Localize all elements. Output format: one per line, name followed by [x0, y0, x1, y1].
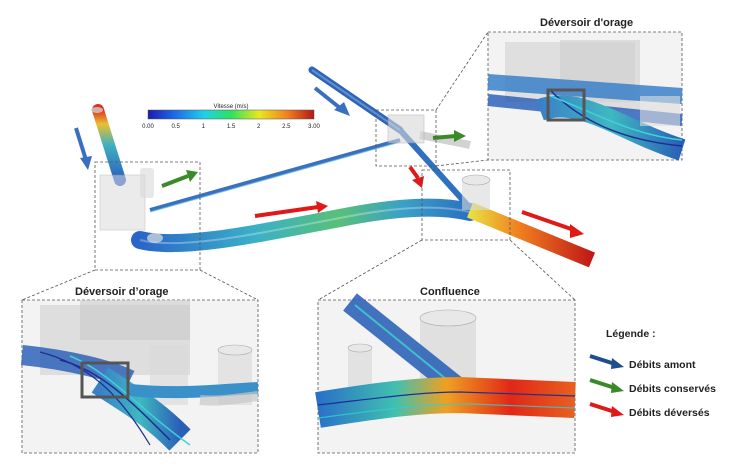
left-weir-chamber — [99, 174, 146, 231]
inset-title-confluence: Confluence — [420, 286, 480, 298]
top-weir-chamber — [387, 114, 425, 144]
inset-title-top-right: Déversoir d'orage — [540, 17, 634, 29]
inset-top-right-weir — [487, 31, 686, 161]
legend-label: Débits déversés — [629, 407, 710, 419]
colorbar-title: Vitesse (m/s) — [214, 104, 249, 110]
red-diverted-arrow — [521, 210, 584, 238]
colorbar-gradient — [147, 109, 315, 120]
legend-label: Débits conservés — [629, 383, 716, 395]
inset-title-bottom-left: Déversoir d’orage — [75, 286, 169, 298]
outlet-pipe — [466, 202, 596, 268]
main-pipe — [131, 198, 479, 253]
conserved-pipe — [149, 138, 401, 212]
colorbar-tick: 2.5 — [282, 124, 291, 130]
legend-item-diverted: Débits déversés — [589, 402, 710, 419]
green-conserved-arrow — [432, 130, 466, 142]
legend: Légende : Débits amont Débits conservés … — [589, 328, 716, 419]
red-diverted-arrow — [408, 165, 424, 188]
zoom-box-left-weir — [94, 161, 201, 271]
blue-upstream-arrow — [74, 127, 92, 170]
inlet-riser — [92, 104, 126, 186]
inset-confluence — [315, 293, 576, 454]
colorbar-tick: 1 — [202, 124, 206, 130]
zoom-box-top-weir — [375, 109, 437, 167]
colorbar-tick: 3.00 — [308, 124, 320, 130]
blue-upstream-arrow — [313, 86, 350, 116]
legend-item-conserved: Débits conservés — [589, 378, 716, 395]
zoom-indicators — [21, 31, 576, 301]
flow-model — [74, 66, 596, 268]
legend-item-upstream: Débits amont — [589, 354, 696, 371]
inset-bottom-left-weir — [20, 299, 259, 454]
colorbar-tick: 0.00 — [142, 124, 154, 130]
legend-label: Débits amont — [629, 359, 696, 371]
legend-title: Légende : — [606, 328, 656, 340]
red-diverted-arrow — [254, 201, 328, 218]
velocity-colorbar: Vitesse (m/s) 0.00 0.5 1 1.5 2 2.5 3.00 — [142, 104, 320, 130]
green-conserved-arrow — [161, 170, 198, 188]
colorbar-tick: 2 — [257, 124, 261, 130]
colorbar-tick: 0.5 — [172, 124, 181, 130]
zoom-box-confluence — [421, 169, 511, 241]
colorbar-tick: 1.5 — [227, 124, 236, 130]
